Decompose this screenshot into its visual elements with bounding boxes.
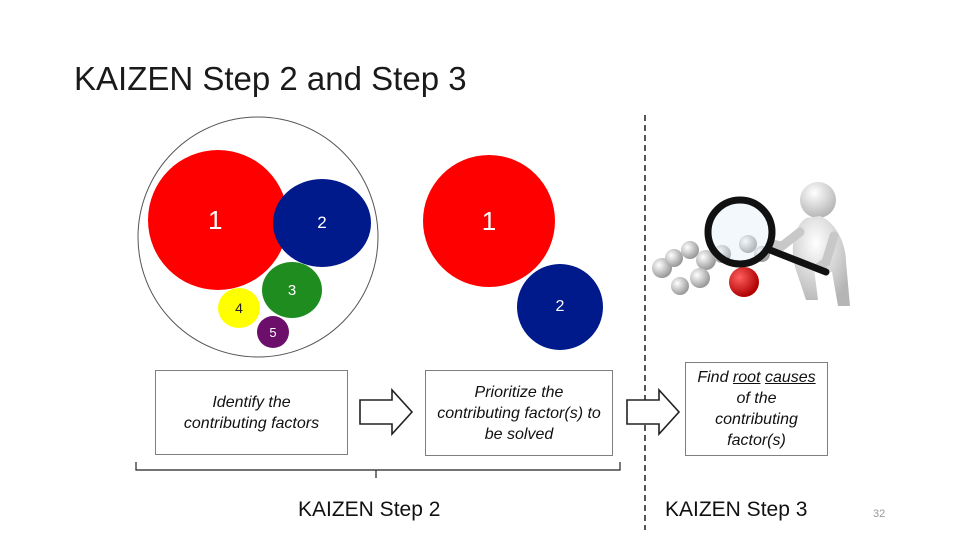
priority-circle-2: 2 <box>517 264 603 350</box>
step2-label: KAIZEN Step 2 <box>298 498 441 521</box>
page-number: 32 <box>873 508 886 520</box>
factor-circle-5: 5 <box>257 316 289 348</box>
factor-label-4: 4 <box>235 300 243 316</box>
factor-circle-1: 1 <box>148 150 288 290</box>
root-word: root <box>732 369 761 386</box>
factor-circle-3: 3 <box>262 262 322 318</box>
prioritize-text: Prioritize the contributing factor(s) to… <box>437 383 601 443</box>
factor-label-3: 3 <box>287 281 297 299</box>
factor-label-1: 1 <box>208 205 223 235</box>
enclosing-circle <box>137 116 379 358</box>
root-cause-box: Find root causes of the contributing fac… <box>685 362 828 456</box>
causes-word: causes <box>764 369 816 386</box>
identify-text: Identify the contributing factors <box>183 393 320 432</box>
factor-label-2: 2 <box>317 213 327 232</box>
slide-title: KAIZEN Step 2 and Step 3 <box>74 60 467 97</box>
step2-bracket <box>135 462 621 478</box>
factor-circle-2: 2 <box>273 179 371 267</box>
prioritize-box: Prioritize the contributing factor(s) to… <box>425 370 613 456</box>
step3-label: KAIZEN Step 3 <box>665 498 808 521</box>
priority-label-1: 1 <box>481 205 497 236</box>
priority-label-2: 2 <box>555 298 565 315</box>
arrow-right-icon-2 <box>626 387 681 437</box>
arrow-right-icon-1 <box>359 387 414 437</box>
identify-box: Identify the contributing factors <box>155 370 348 455</box>
priority-circle-1: 1 <box>423 155 555 287</box>
root-cause-prefix: Find <box>697 369 733 386</box>
root-cause-suffix: of the contributing factor(s) <box>715 390 798 449</box>
factor-circle-4: 4 <box>218 288 260 328</box>
factor-label-5: 5 <box>269 324 277 340</box>
root-cause-text: Find root causes of the contributing fac… <box>697 367 817 451</box>
